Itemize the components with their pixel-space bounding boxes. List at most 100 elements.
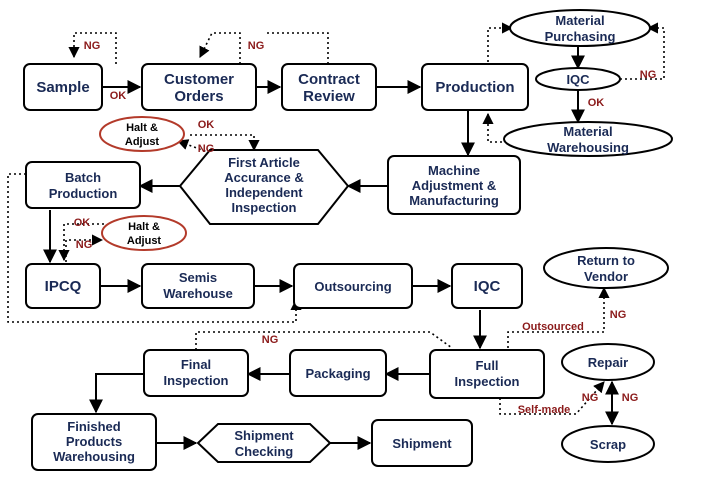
- machine-adjustment-line2: Adjustment &: [412, 178, 497, 193]
- scrap-oval: Scrap: [561, 425, 655, 463]
- production-label: Production: [435, 79, 514, 96]
- tag-outsourced: Outsourced: [522, 321, 584, 333]
- tag-ok: OK: [588, 97, 605, 109]
- tag-ok: OK: [110, 90, 127, 102]
- machine-adjustment-box: Machine Adjustment & Manufacturing: [387, 155, 521, 215]
- loop-production-purchasing: [487, 22, 514, 62]
- tag-ok: OK: [74, 217, 91, 229]
- final-inspection-line2: Inspection: [163, 373, 228, 388]
- return-vendor-shape: [543, 247, 669, 289]
- scrap-label: Scrap: [590, 437, 626, 452]
- tag-ng: NG: [248, 40, 265, 52]
- material-purchasing-oval: Material Purchasing: [509, 9, 651, 47]
- customer-orders-line2: Orders: [174, 88, 223, 105]
- tag-ng: NG: [198, 143, 215, 155]
- sample-box-shape: [23, 63, 103, 111]
- loop-ipcq-ng: [65, 234, 104, 262]
- repair-oval: Repair: [561, 343, 655, 381]
- final-inspection-box: Final Inspection: [143, 349, 249, 397]
- contract-review-line1: Contract: [298, 71, 360, 88]
- ipcq-shape: [25, 263, 101, 309]
- tag-self-made: Self-made: [518, 404, 571, 416]
- loop-iqc-ng: [620, 22, 665, 80]
- return-vendor-line1: Return to: [577, 253, 635, 268]
- production-box: Production: [421, 63, 529, 111]
- contract-review-shape: [281, 63, 377, 111]
- finished-products-box: Finished Products Warehousing: [31, 413, 157, 471]
- batch-production-shape: [25, 161, 141, 209]
- first-article-line1: First Article: [228, 155, 300, 170]
- first-article-line4: Inspection: [231, 200, 296, 215]
- semis-warehouse-box: Semis Warehouse: [141, 263, 255, 309]
- iqc-top-label: IQC: [566, 72, 590, 87]
- repair-shape: [561, 343, 655, 381]
- loop-batch-outsourcing: [7, 173, 302, 323]
- machine-adjustment-line1: Machine: [428, 163, 480, 178]
- material-purchasing-line2: Purchasing: [545, 29, 616, 44]
- finished-products-shape: [31, 413, 157, 471]
- arrow-final-finished: [89, 373, 144, 414]
- ipcq-label: IPCQ: [45, 278, 82, 295]
- loop-orders-ng: [199, 32, 241, 64]
- finished-products-line1: Finished: [67, 419, 121, 434]
- packaging-shape: [289, 349, 387, 397]
- halt-adjust-1-line1: Halt &: [126, 122, 158, 134]
- scrap-shape: [561, 425, 655, 463]
- tag-ng: NG: [76, 239, 93, 251]
- material-warehousing-line1: Material: [563, 124, 612, 139]
- tag-ng: NG: [84, 40, 101, 52]
- iqc-mid-box: IQC: [451, 263, 523, 309]
- first-article-shape: [178, 149, 350, 225]
- production-shape: [421, 63, 529, 111]
- material-warehousing-shape: [503, 121, 673, 157]
- shipment-checking-line2: Checking: [235, 444, 294, 459]
- ipcq-box: IPCQ: [25, 263, 101, 309]
- flow-tags: NG OK NG NG OK OK NG OK NG NG Outsourced…: [74, 40, 657, 416]
- return-vendor-line2: Vendor: [584, 269, 628, 284]
- first-article-hexagon: First Article Accurance & Independent In…: [178, 149, 350, 225]
- batch-production-box: Batch Production: [25, 161, 141, 209]
- sample-box: Sample: [23, 63, 103, 111]
- material-warehousing-line2: Warehousing: [547, 140, 629, 155]
- outsourcing-box: Outsourcing: [293, 263, 413, 309]
- material-warehousing-oval: Material Warehousing: [503, 121, 673, 157]
- customer-orders-box: Customer Orders: [141, 63, 257, 111]
- loop-full-final-ng: [195, 331, 453, 350]
- batch-production-line2: Production: [49, 186, 118, 201]
- shipment-checking-line1: Shipment: [234, 428, 294, 443]
- full-inspection-shape: [429, 349, 545, 399]
- shipment-label: Shipment: [392, 436, 452, 451]
- shipment-checking-hexagon: Shipment Checking: [196, 423, 332, 463]
- sample-label: Sample: [36, 79, 89, 96]
- return-vendor-oval: Return to Vendor: [543, 247, 669, 289]
- loop-halt2-ok: [58, 223, 104, 262]
- loop-halt1-ok: [190, 134, 260, 152]
- tag-ng: NG: [262, 334, 279, 346]
- customer-orders-shape: [141, 63, 257, 111]
- loop-firstarticle-ng: [176, 139, 211, 154]
- final-inspection-shape: [143, 349, 249, 397]
- outsourcing-shape: [293, 263, 413, 309]
- finished-products-line2: Products: [66, 434, 122, 449]
- loop-review-ng: [264, 32, 329, 64]
- halt-adjust-2-line1: Halt &: [128, 221, 160, 233]
- full-inspection-box: Full Inspection: [429, 349, 545, 399]
- tag-ng: NG: [622, 392, 639, 404]
- packaging-label: Packaging: [305, 366, 370, 381]
- semis-warehouse-shape: [141, 263, 255, 309]
- contract-review-line2: Review: [303, 88, 355, 105]
- material-purchasing-line1: Material: [555, 13, 604, 28]
- iqc-top-shape: [535, 67, 621, 91]
- packaging-box: Packaging: [289, 349, 387, 397]
- material-purchasing-shape: [509, 9, 651, 47]
- customer-orders-line1: Customer: [164, 71, 234, 88]
- full-inspection-line1: Full: [475, 358, 498, 373]
- tag-ng: NG: [640, 69, 657, 81]
- connectors: [7, 22, 665, 450]
- tag-ok: OK: [198, 119, 215, 131]
- tag-ng: NG: [582, 392, 599, 404]
- iqc-mid-label: IQC: [474, 278, 501, 295]
- semis-warehouse-line1: Semis: [179, 270, 217, 285]
